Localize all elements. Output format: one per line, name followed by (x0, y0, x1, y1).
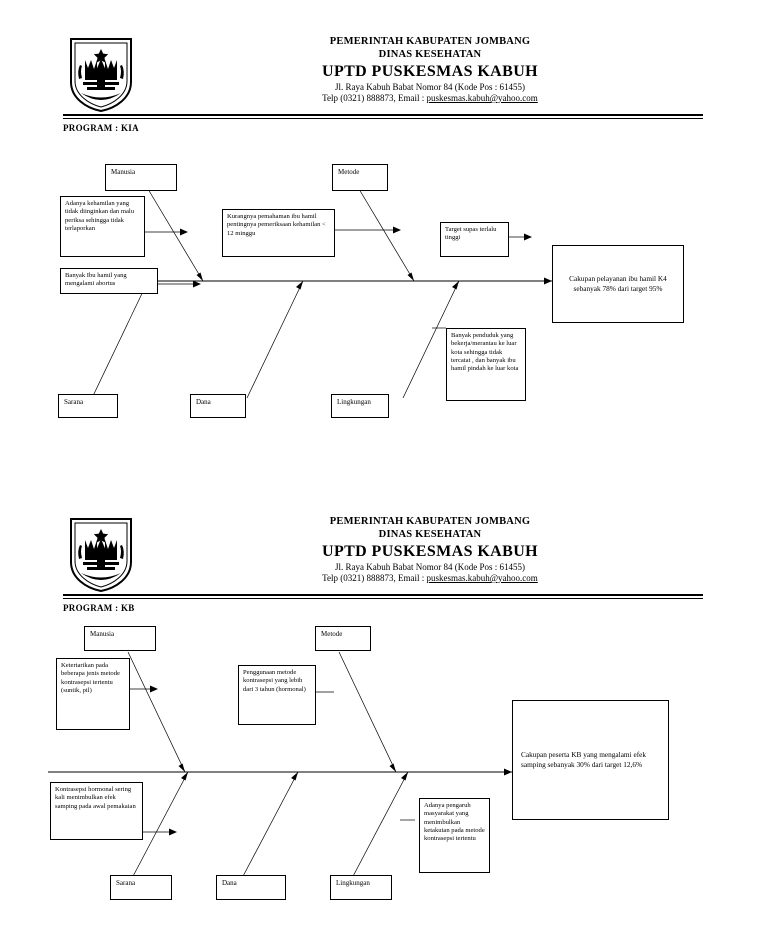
address-line-2: Jl. Raya Kabuh Babat Nomor 84 (Kode Pos … (335, 562, 525, 572)
effect-box-kb: Cakupan peserta KB yang mengalami efek s… (512, 700, 669, 820)
email-link-2[interactable]: puskesmas.kabuh@yahoo.com (426, 573, 538, 583)
header-divider-1 (63, 114, 703, 119)
cause-box-manusia-1-kb: Ketertarikan pada beberapa jenis metode … (56, 658, 130, 730)
department-name-line: DINAS KESEHATAN (378, 48, 482, 60)
letterhead-text-1: PEMERINTAH KABUPATEN JOMBANG DINAS KESEH… (180, 36, 680, 104)
fishbone-diagram-kia: Manusia Metode Sarana Dana Lingkungan Ad… (0, 160, 768, 440)
govt-name-line-2: PEMERINTAH KABUPATEN JOMBANG (329, 516, 531, 527)
cause-box-metode-1-kia: Kurangnya pemahaman ibu hamil pentingnya… (222, 209, 335, 257)
cause-box-sarana-1-kb: Kontrasepsi hormonal sering kali menimbu… (50, 782, 143, 840)
category-box-manusia-kb: Manusia (84, 626, 156, 651)
contact-line: Telp (0321) 888873, Email : puskesmas.ka… (180, 93, 680, 104)
effect-box-kia: Cakupan pelayanan ibu hamil K4 sebanyak … (552, 245, 684, 323)
category-box-metode-kia: Metode (332, 164, 388, 191)
govt-name-line: PEMERINTAH KABUPATEN JOMBANG (329, 36, 531, 47)
cause-box-dana-1-kia: Target supas terlalu tinggi (440, 222, 509, 257)
address-line: Jl. Raya Kabuh Babat Nomor 84 (Kode Pos … (335, 82, 525, 92)
contact-line-2: Telp (0321) 888873, Email : puskesmas.ka… (180, 573, 680, 584)
header-divider-2 (63, 594, 703, 599)
cause-box-manusia-2-kia: Banyak Ibu hamil yang mengalami abortus (60, 268, 158, 294)
category-box-sarana-kb: Sarana (110, 875, 172, 900)
category-box-dana-kb: Dana (216, 875, 286, 900)
contact-prefix: Telp (0321) 888873, Email : (322, 93, 427, 103)
clinic-name-line: UPTD PUSKESMAS KABUH (321, 63, 539, 80)
fishbone-bones-2 (48, 651, 512, 883)
category-box-metode-kb: Metode (315, 626, 371, 651)
jombang-regency-coat-of-arms-icon (68, 36, 134, 114)
category-box-manusia-kia: Manusia (105, 164, 177, 191)
program-label-kia: PROGRAM : KIA (63, 123, 139, 133)
jombang-regency-coat-of-arms-icon-2 (68, 516, 134, 594)
cause-box-lingkungan-1-kia: Banyak penduduk yang bekerja/merantau ke… (446, 328, 526, 401)
letterhead-text-2: PEMERINTAH KABUPATEN JOMBANG DINAS KESEH… (180, 516, 680, 584)
cause-box-manusia-1-kia: Adanya kehamilan yang tidak diinginkan d… (60, 196, 145, 257)
category-box-dana-kia: Dana (190, 394, 246, 418)
category-box-lingkungan-kb: Lingkungan (330, 875, 392, 900)
fishbone-diagram-kb: Manusia Metode Sarana Dana Lingkungan Ke… (0, 620, 768, 920)
contact-prefix-2: Telp (0321) 888873, Email : (322, 573, 427, 583)
cause-box-lingkungan-1-kb: Adanya pengaruh masyarakat yang menimbul… (419, 798, 490, 873)
program-label-kb: PROGRAM : KB (63, 603, 135, 613)
category-box-lingkungan-kia: Lingkungan (331, 394, 389, 418)
clinic-name-line-2: UPTD PUSKESMAS KABUH (321, 543, 539, 560)
category-box-sarana-kia: Sarana (58, 394, 118, 418)
department-name-line-2: DINAS KESEHATAN (378, 528, 482, 540)
cause-box-metode-1-kb: Penggunaan metode kontrasepsi yang lebih… (238, 665, 316, 725)
email-link[interactable]: puskesmas.kabuh@yahoo.com (426, 93, 538, 103)
